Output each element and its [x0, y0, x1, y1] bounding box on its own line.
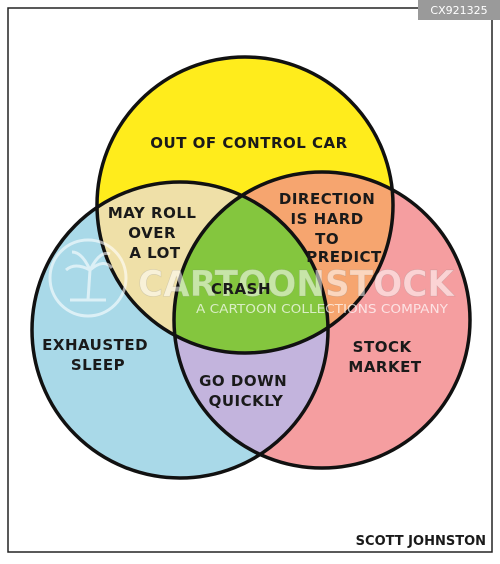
palm-tree-icon [65, 250, 114, 302]
watermark-palm-logo-icon [48, 238, 128, 318]
watermark-text: CARTOONSTOCK [138, 264, 455, 305]
circle-outline-market [172, 170, 472, 470]
label-stock-market: STOCK MARKET [348, 338, 421, 376]
overlap-center [174, 182, 328, 353]
label-go-down-quickly: GO DOWN QUICKLY [199, 372, 293, 410]
label-crash: CRASH [211, 280, 271, 298]
watermark: CARTOONSTOCK A CARTOON COLLECTIONS COMPA… [48, 238, 455, 318]
circle-outline-sleep [30, 180, 330, 480]
panel-id-text: CX921325 [430, 4, 487, 17]
label-may-roll-over-a-lot: MAY ROLL OVER A LOT [108, 204, 202, 262]
circle-outline-car [95, 55, 395, 355]
label-direction-is-hard-to-predict: DIRECTION IS HARD TO PREDICT [279, 190, 382, 266]
watermark-subtext: A CARTOON COLLECTIONS COMPANY [196, 302, 449, 316]
label-out-of-control-car: OUT OF CONTROL CAR [150, 134, 347, 152]
panel-id-tag [418, 0, 500, 20]
label-exhausted-sleep: EXHAUSTED SLEEP [42, 336, 154, 374]
artist-signature: SCOTT JOHNSTON [356, 534, 486, 549]
